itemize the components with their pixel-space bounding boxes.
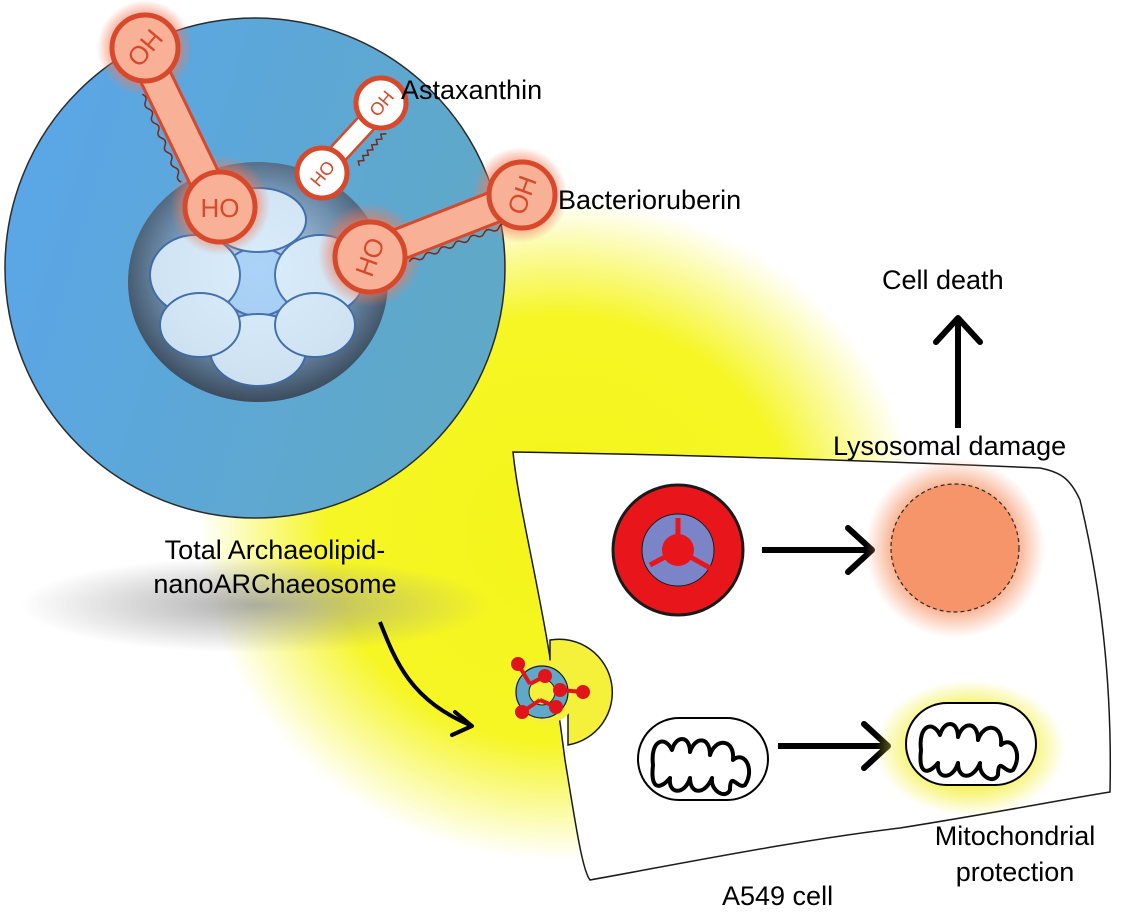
lysosome (611, 483, 745, 617)
lysosomal-damage-label: Lysosomal damage (833, 431, 1067, 461)
bacterioruberin-molecule-top: HO HO (97, 0, 270, 255)
uptake-arrow (378, 621, 474, 737)
nanoarchaeosome-label-line1: Total Archaeolipid- (164, 535, 386, 565)
sphere-shadow (20, 557, 490, 653)
astaxanthin-label: Astaxanthin (401, 75, 543, 105)
mitochondrial-label-line1: Mitochondrial (934, 821, 1096, 851)
mitochondrial-label-line2: protection (955, 857, 1075, 887)
nanoarchaeosome (4, 17, 506, 519)
cell-death-arrow (933, 315, 983, 428)
bacterioruberin-label: Bacterioruberin (558, 185, 742, 215)
astaxanthin-molecule: OH HO (294, 75, 409, 201)
bacterioruberin-molecule-right: HO OH (318, 147, 568, 307)
mitochondrion (637, 717, 769, 801)
a549-cell-label: A549 cell (722, 881, 834, 911)
nanoarchaeosome-label-line2: nanoARChaeosome (153, 569, 397, 599)
cell-death-label: Cell death (882, 265, 1004, 295)
bacterioruberin-top-ho: HO (201, 193, 240, 223)
endocytic-vesicle (511, 638, 613, 746)
damaged-lysosome (865, 458, 1045, 638)
protected-mitochondrion (875, 680, 1065, 816)
